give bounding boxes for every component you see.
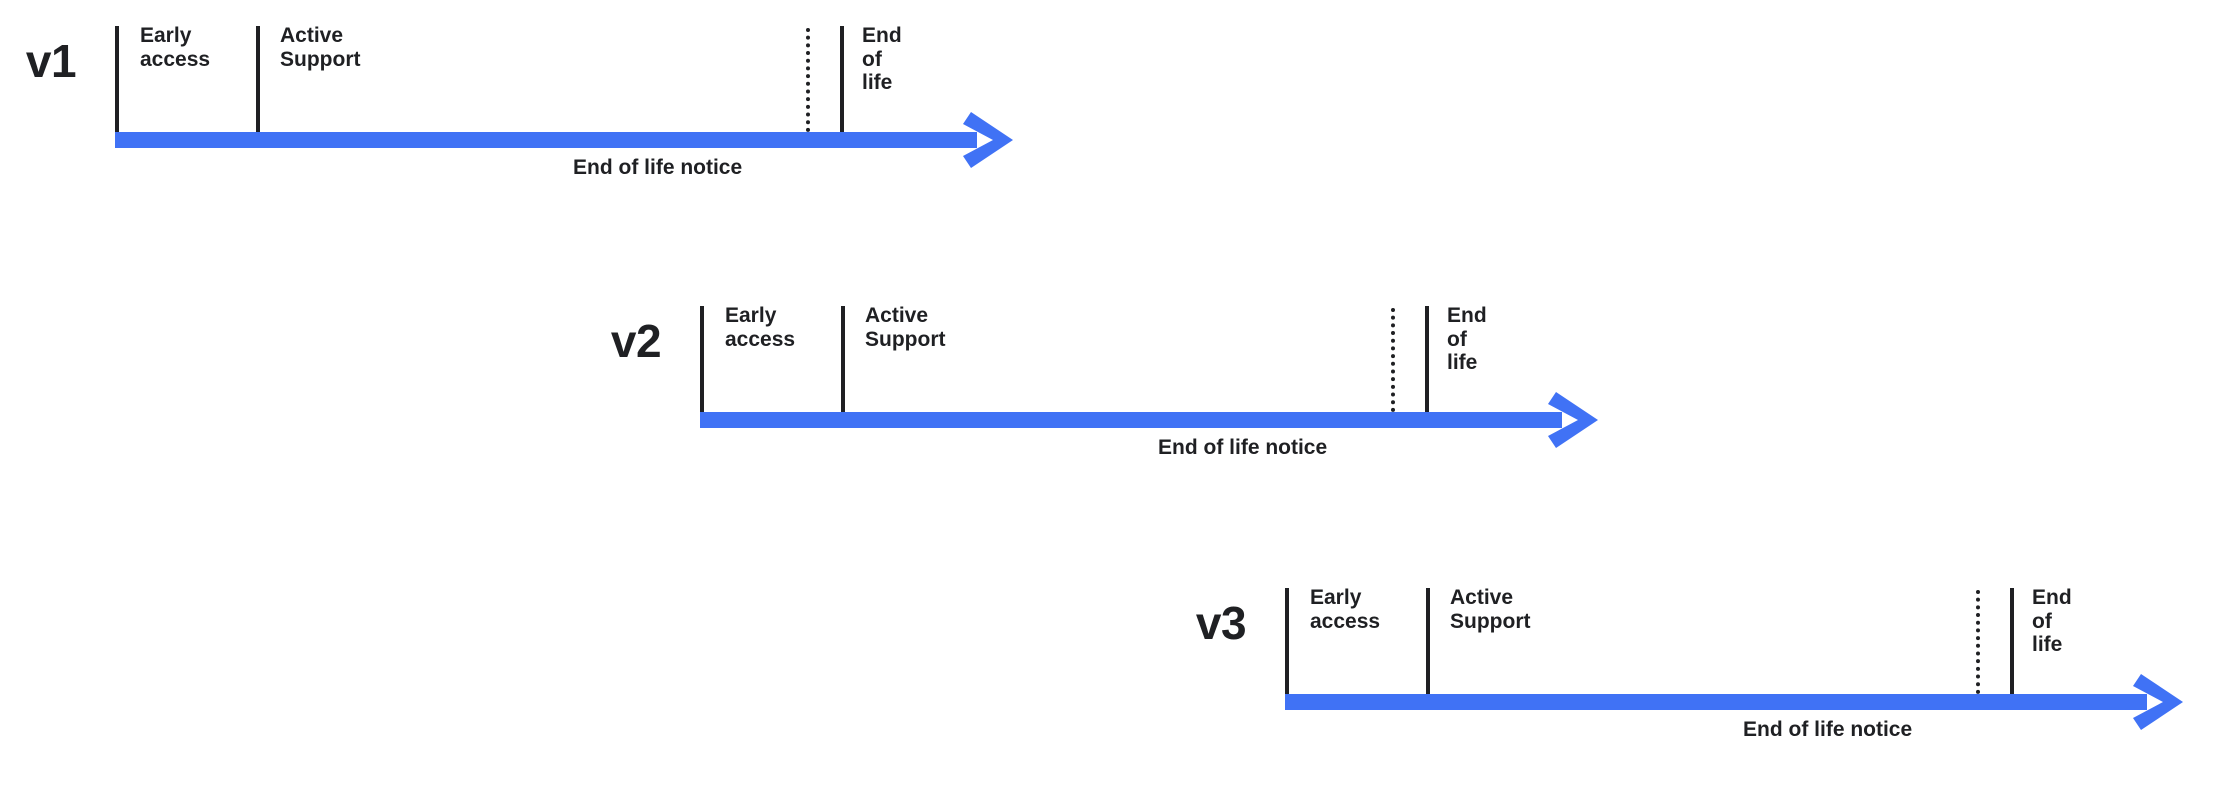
phase-label-active-support-v1: Active Support <box>280 24 361 71</box>
divider-end-of-life-start-v3 <box>2010 588 2014 694</box>
version-label-v3: v3 <box>1195 597 1247 649</box>
notice-label-end-of-life-notice-v2: End of life notice <box>1158 436 1328 459</box>
phase-label-early-access-v1: Early access <box>140 24 211 71</box>
timeline-arrow-head-icon-v1 <box>963 110 1015 170</box>
phase-label-active-support-v3: Active Support <box>1450 586 1531 633</box>
phase-label-active-support-v2: Active Support <box>865 304 946 351</box>
timeline-arrow-shaft-v3 <box>1285 694 2147 710</box>
divider-end-of-life-notice-v3 <box>1976 590 1980 694</box>
timeline-arrow-shaft-v2 <box>700 412 1562 428</box>
divider-active-support-start-v1 <box>256 26 260 132</box>
divider-end-of-life-notice-v1 <box>806 28 810 132</box>
timeline-arrow-shaft-v1 <box>115 132 977 148</box>
phase-label-end-of-life-v3: End of life <box>2032 586 2072 657</box>
divider-early-access-start-v3 <box>1285 588 1289 694</box>
divider-end-of-life-notice-v2 <box>1391 308 1395 412</box>
divider-active-support-start-v2 <box>841 306 845 412</box>
phase-label-end-of-life-v2: End of life <box>1447 304 1487 375</box>
divider-early-access-start-v1 <box>115 26 119 132</box>
phase-label-early-access-v2: Early access <box>725 304 796 351</box>
timeline-arrow-head-icon-v3 <box>2133 672 2185 732</box>
version-label-v2: v2 <box>610 315 662 367</box>
divider-active-support-start-v3 <box>1426 588 1430 694</box>
notice-label-end-of-life-notice-v3: End of life notice <box>1743 718 1913 741</box>
divider-end-of-life-start-v2 <box>1425 306 1429 412</box>
version-label-v1: v1 <box>25 35 77 87</box>
timeline-arrow-head-icon-v2 <box>1548 390 1600 450</box>
phase-label-end-of-life-v1: End of life <box>862 24 902 95</box>
notice-label-end-of-life-notice-v1: End of life notice <box>573 156 743 179</box>
divider-end-of-life-start-v1 <box>840 26 844 132</box>
phase-label-early-access-v3: Early access <box>1310 586 1381 633</box>
divider-early-access-start-v2 <box>700 306 704 412</box>
